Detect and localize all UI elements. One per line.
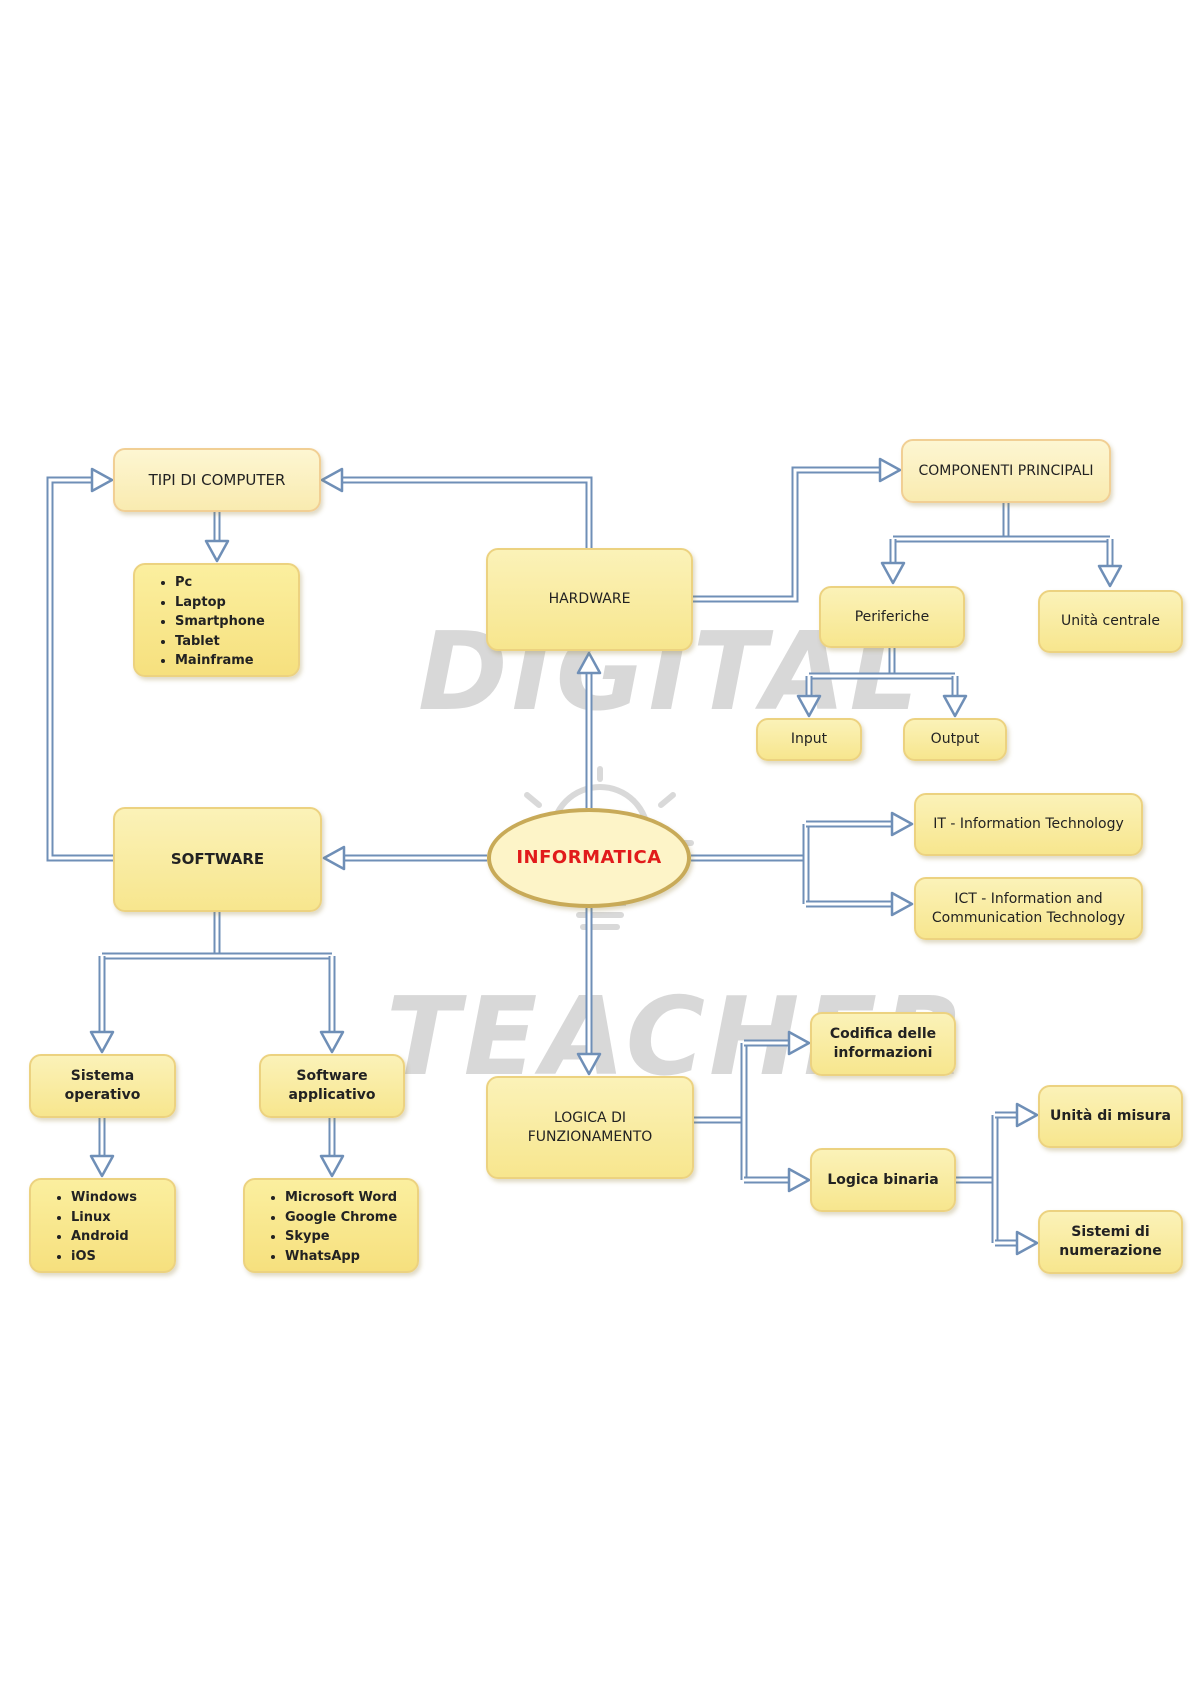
connector-line-core <box>48 478 113 860</box>
arrow-head <box>89 1154 115 1178</box>
connector-line <box>693 466 880 603</box>
arrow-head <box>942 694 968 718</box>
arrow-head <box>319 1154 345 1178</box>
list-item: Linux <box>71 1208 166 1228</box>
arrow-head <box>90 467 114 493</box>
computer-types-list: PcLaptopSmartphoneTabletMainframe <box>133 563 300 677</box>
list-item: Windows <box>71 1188 166 1208</box>
list-item: Android <box>71 1227 166 1247</box>
list-item: Laptop <box>175 593 290 613</box>
arrow-head <box>787 1167 811 1193</box>
arrow-head <box>1015 1102 1039 1128</box>
unita-centrale-node: Unità centrale <box>1038 590 1183 653</box>
connector-line-core <box>342 478 591 548</box>
ict-node: ICT - Information and Communication Tech… <box>914 877 1143 940</box>
operating-systems-items: WindowsLinuxAndroidiOS <box>53 1188 166 1266</box>
hardware-node: HARDWARE <box>486 548 693 651</box>
arrow-head <box>796 694 822 718</box>
arrow-head <box>576 1052 602 1076</box>
output-node: Output <box>903 718 1007 761</box>
list-item: Mainframe <box>175 651 290 671</box>
list-item: Pc <box>175 573 290 593</box>
arrow-head <box>1097 564 1123 588</box>
arrow-head <box>890 891 914 917</box>
operating-systems-list: WindowsLinuxAndroidiOS <box>29 1178 176 1273</box>
software-node: SOFTWARE <box>113 807 322 912</box>
arrow-head <box>880 561 906 585</box>
arrow-head <box>1015 1230 1039 1256</box>
software-applicativo-node: Software applicativo <box>259 1054 405 1118</box>
list-item: Tablet <box>175 632 290 652</box>
logica-binaria-node: Logica binaria <box>810 1148 956 1212</box>
tipi-di-computer-node: TIPI DI COMPUTER <box>113 448 321 512</box>
logica-di-funzionamento-node: LOGICA DI FUNZIONAMENTO <box>486 1076 694 1179</box>
arrow-head <box>322 845 346 871</box>
list-item: Skype <box>285 1227 409 1247</box>
componenti-principali-node: COMPONENTI PRINCIPALI <box>901 439 1111 503</box>
connector-line <box>46 476 113 862</box>
arrow-head <box>89 1030 115 1054</box>
applications-items: Microsoft WordGoogle ChromeSkypeWhatsApp <box>267 1188 409 1266</box>
list-item: Smartphone <box>175 612 290 632</box>
unita-di-misura-node: Unità di misura <box>1038 1085 1183 1148</box>
arrow-head <box>576 651 602 675</box>
computer-types-items: PcLaptopSmartphoneTabletMainframe <box>157 573 290 671</box>
connector-line <box>342 476 593 548</box>
arrow-head <box>204 539 230 563</box>
periferiche-node: Periferiche <box>819 586 965 648</box>
arrow-head <box>320 467 344 493</box>
sistemi-di-numerazione-node: Sistemi di numerazione <box>1038 1210 1183 1274</box>
list-item: iOS <box>71 1247 166 1267</box>
arrow-head <box>787 1030 811 1056</box>
codifica-informazioni-node: Codifica delle informazioni <box>810 1012 956 1076</box>
informatica-center-node: INFORMATICA <box>487 808 691 908</box>
list-item: Microsoft Word <box>285 1188 409 1208</box>
connector-line-core <box>693 468 880 601</box>
it-node: IT - Information Technology <box>914 793 1143 856</box>
arrow-head <box>319 1030 345 1054</box>
applications-list: Microsoft WordGoogle ChromeSkypeWhatsApp <box>243 1178 419 1273</box>
list-item: Google Chrome <box>285 1208 409 1228</box>
arrow-head <box>878 457 902 483</box>
input-node: Input <box>756 718 862 761</box>
sistema-operativo-node: Sistema operativo <box>29 1054 176 1118</box>
arrow-head <box>890 811 914 837</box>
list-item: WhatsApp <box>285 1247 409 1267</box>
